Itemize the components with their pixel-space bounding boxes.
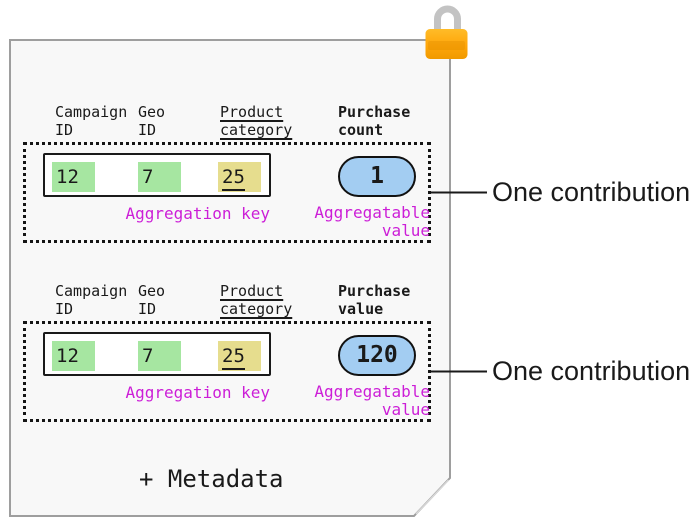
column-header-geo-id: Geo ID <box>138 103 165 139</box>
cell-value: 12 <box>56 166 79 188</box>
aggregatable-value-pill: 120 <box>338 335 416 376</box>
geo-id-cell: 7 <box>138 162 181 192</box>
column-header-geo-id: Geo ID <box>138 282 165 318</box>
paper-fold-highlight <box>415 479 450 515</box>
column-header-purchase-value: Purchase value <box>338 282 410 318</box>
metadata-label: + Metadata <box>139 465 284 493</box>
cell-value: 25 <box>222 345 245 370</box>
pill-value: 120 <box>356 342 398 368</box>
aggregatable-value-pill: 1 <box>338 156 416 197</box>
pill-value: 1 <box>370 163 384 189</box>
header-line: ID <box>55 121 74 139</box>
lock-body-band <box>428 41 465 50</box>
header-line: count <box>338 121 384 139</box>
header-line: Campaign <box>55 103 128 121</box>
cell-value: 12 <box>56 345 79 367</box>
header-line: Geo <box>138 103 166 121</box>
header-line: ID <box>55 300 74 318</box>
aggregation-key-label: Aggregation key <box>125 383 271 402</box>
one-contribution-annotation: One contribution <box>492 177 691 207</box>
cell-value: 7 <box>142 166 154 188</box>
cell-value: 7 <box>142 345 154 367</box>
header-line: Purchase <box>338 103 411 121</box>
column-header-product-category: Product category <box>220 282 292 318</box>
header-line: category <box>220 121 293 139</box>
header-line: Product <box>220 282 284 300</box>
column-header-product-category: Product category <box>220 103 292 139</box>
contribution-box <box>23 321 431 422</box>
product-category-cell: 25 <box>218 162 261 192</box>
lock-shackle <box>434 5 461 31</box>
header-line: value <box>338 300 384 318</box>
header-line: ID <box>138 300 157 318</box>
cell-value: 25 <box>222 166 245 191</box>
aggregation-key-label: Aggregation key <box>125 204 271 223</box>
lock-icon <box>425 5 468 59</box>
product-category-cell: 25 <box>218 341 261 371</box>
column-header-purchase-count: Purchase count <box>338 103 410 139</box>
header-line: category <box>220 300 293 318</box>
campaign-id-cell: 12 <box>52 162 95 192</box>
aggregatable-value-label: Aggregatable value <box>314 203 430 240</box>
header-line: Purchase <box>338 282 411 300</box>
geo-id-cell: 7 <box>138 341 181 371</box>
column-header-campaign-id: Campaign ID <box>55 103 127 139</box>
column-header-campaign-id: Campaign ID <box>55 282 127 318</box>
one-contribution-annotation: One contribution <box>492 356 691 386</box>
header-line: Product <box>220 103 284 121</box>
contribution-box <box>23 142 431 243</box>
lock-body <box>425 29 468 59</box>
header-line: ID <box>138 121 157 139</box>
header-line: Geo <box>138 282 166 300</box>
aggregatable-value-label: Aggregatable value <box>314 382 430 419</box>
campaign-id-cell: 12 <box>52 341 95 371</box>
header-line: Campaign <box>55 282 128 300</box>
